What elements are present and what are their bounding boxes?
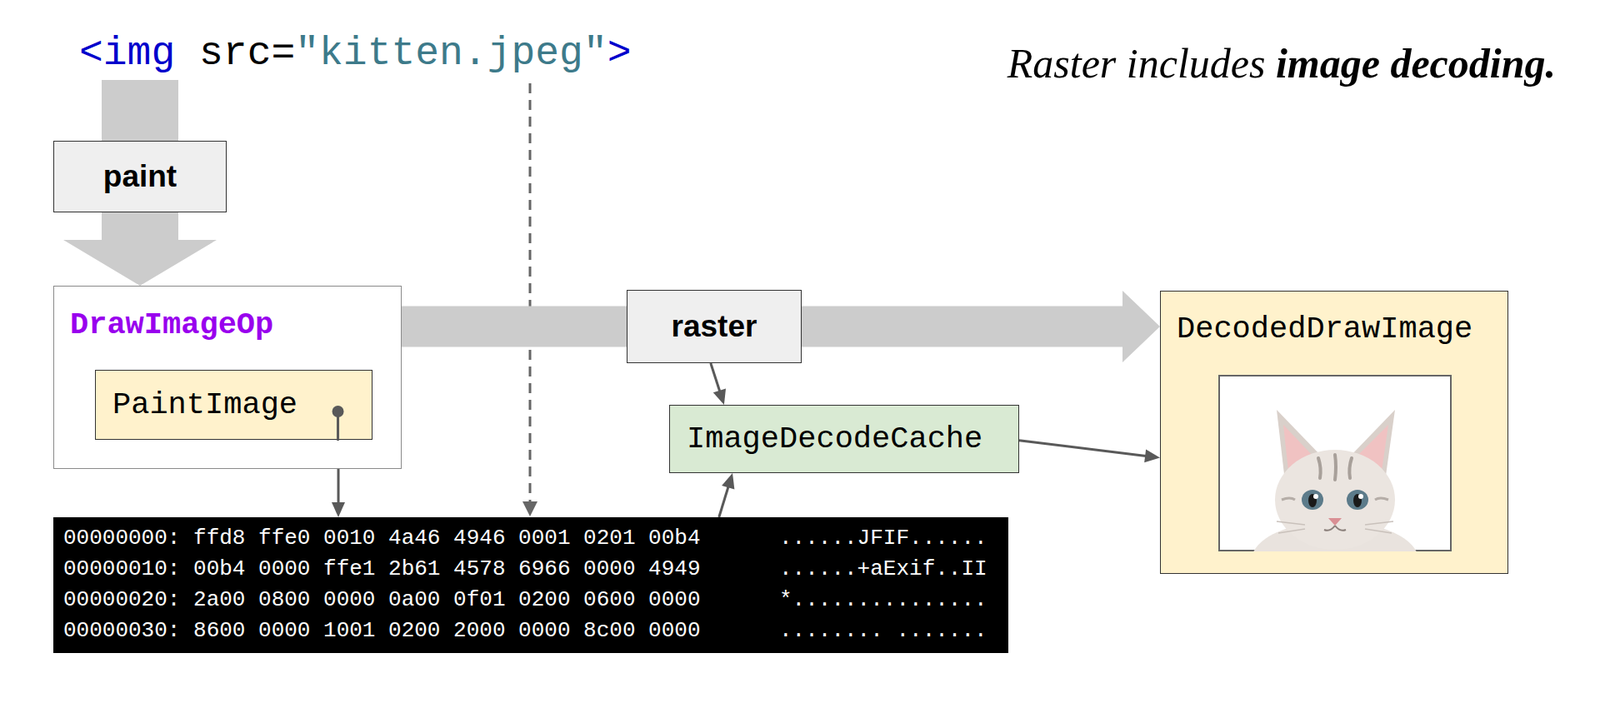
node-label: DrawImageOp (70, 307, 274, 344)
code-token: > (607, 30, 632, 79)
node-label: raster (671, 309, 758, 345)
heading-text: image decoding. (1275, 38, 1556, 89)
op-box: DrawImageOpPaintImage (53, 285, 402, 470)
kitten-picture-part (1276, 521, 1394, 534)
decoded-box: DecodedDrawImage (1160, 290, 1509, 575)
slide-heading: Raster includesimage decoding. (1007, 38, 1556, 89)
kitten-picture (1218, 375, 1452, 552)
arrowhead (721, 473, 735, 490)
arrowhead (1144, 449, 1160, 463)
connector-arrow (719, 473, 735, 518)
hex-bytes: 00000000: ffd8 ffe0 0010 4a46 4946 0001 … (63, 526, 780, 552)
code-line: <img src="kitten.jpeg"> (79, 30, 632, 79)
arrowhead (713, 388, 726, 405)
cache-box: ImageDecodeCache (669, 405, 1020, 474)
image-box: PaintImage (95, 370, 373, 440)
connector-arrow (1019, 440, 1160, 464)
code-token: "kitten.jpeg" (295, 30, 607, 79)
kitten-picture-part (1318, 455, 1352, 480)
hex-bytes: 00000030: 8600 0000 1001 0200 2000 0000 … (63, 619, 780, 645)
heading-text: Raster includes (1007, 38, 1266, 89)
kitten-picture-part (1346, 490, 1369, 510)
kitten-picture-part (1219, 375, 1451, 551)
node-label: paint (103, 159, 177, 195)
hex-bytes: 00000010: 00b4 0000 ffe1 2b61 4578 6966 … (63, 557, 780, 583)
kitten-picture-part (1313, 494, 1319, 500)
hex-dump: 00000000: ffd8 ffe0 0010 4a46 4946 0001 … (53, 517, 1009, 654)
reference-line (529, 83, 532, 503)
arrowhead (331, 502, 345, 518)
node-label: DecodedDrawImage (1176, 311, 1473, 348)
kitten-picture-part (1251, 410, 1419, 552)
hex-ascii: ......JFIF...... (779, 526, 988, 552)
kitten-picture-part (1328, 518, 1342, 526)
flow-arrow (63, 212, 217, 286)
kitten-picture-part (1324, 525, 1346, 531)
connector-arrow (710, 363, 726, 405)
connector-line (710, 363, 720, 392)
hex-row: 00000020: 2a00 0800 0000 0a00 0f01 0200 … (63, 585, 999, 617)
kitten-picture-part (1358, 494, 1364, 500)
hex-row: 00000000: ffd8 ffe0 0010 4a46 4946 0001 … (63, 524, 999, 555)
kitten-picture-part (1301, 490, 1324, 510)
hex-row: 00000030: 8600 0000 1001 0200 2000 0000 … (63, 615, 999, 647)
node-label: PaintImage (112, 387, 298, 424)
hex-bytes: 00000020: 2a00 0800 0000 0a00 0f01 0200 … (63, 588, 780, 614)
kitten-picture-part (1275, 450, 1395, 550)
code-token: <img (79, 30, 175, 79)
stage-box: raster (626, 290, 802, 364)
flow-arrow-shape (63, 212, 217, 286)
hex-ascii: ........ ....... (779, 619, 988, 645)
hex-row: 00000010: 00b4 0000 ffe1 2b61 4578 6966 … (63, 555, 999, 586)
hex-ascii: *............... (779, 588, 988, 614)
pointer-dot-part (332, 405, 345, 418)
connector-line (1019, 440, 1146, 457)
stage-box: paint (53, 140, 227, 213)
flow-shaft (101, 80, 179, 141)
node-label: ImageDecodeCache (686, 421, 983, 458)
reference-arrowhead (522, 501, 538, 517)
hex-ascii: ......+aExif..II (779, 557, 988, 583)
code-token: src= (199, 30, 295, 79)
connector-line (719, 486, 729, 518)
kitten-picture-part (1281, 498, 1389, 500)
